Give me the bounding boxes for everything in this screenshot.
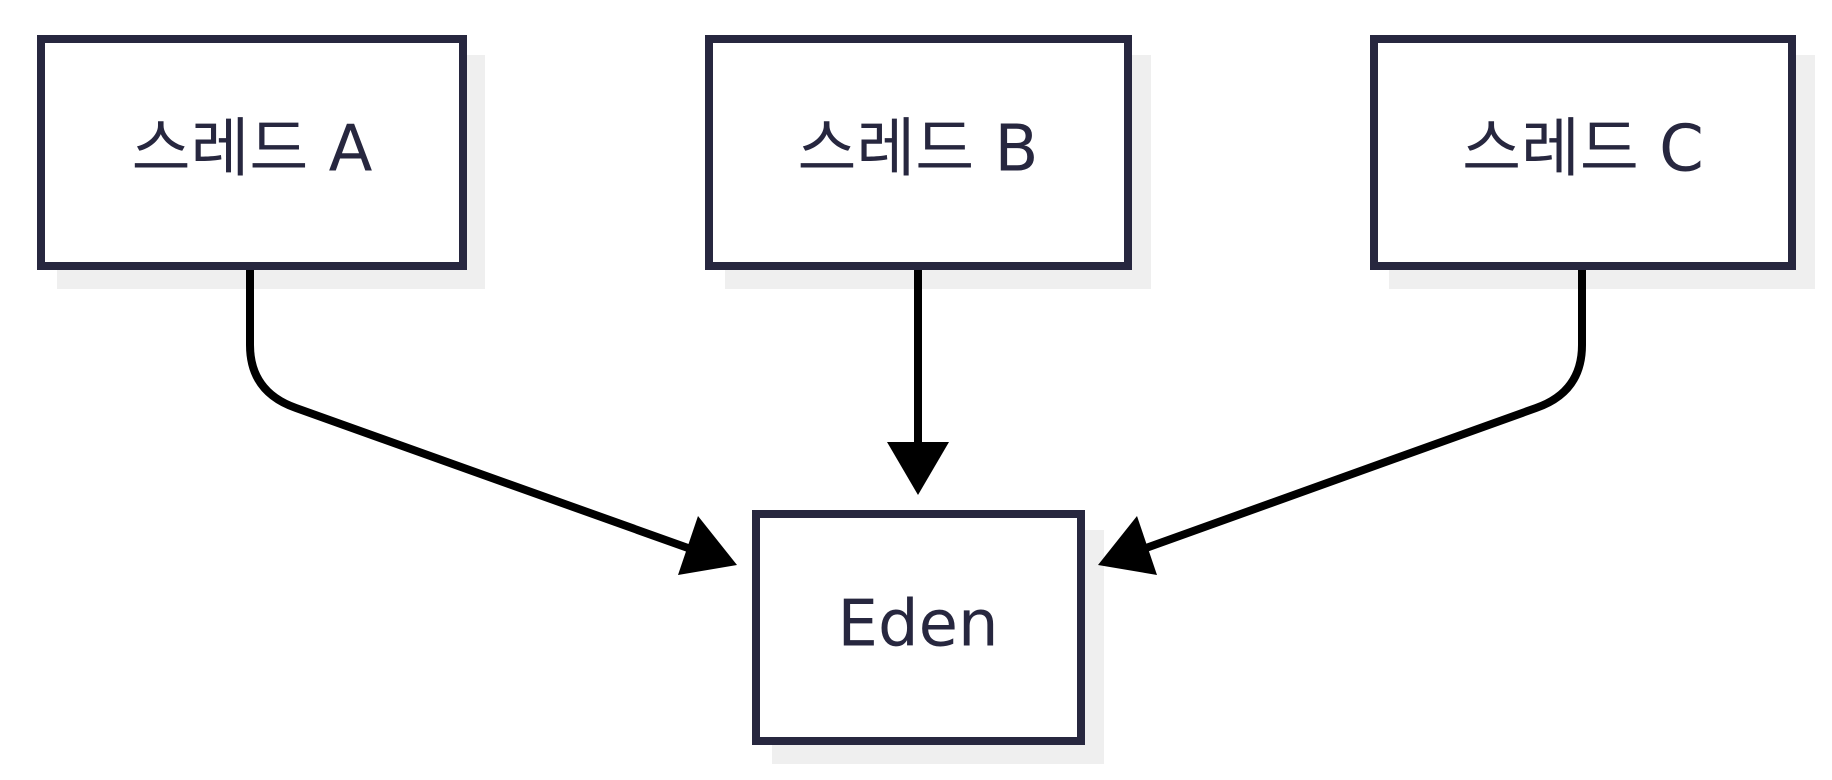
- thread-a-box: [37, 35, 467, 270]
- eden-box: [752, 510, 1085, 745]
- arrowhead-c: [1098, 516, 1157, 575]
- eden-label: Eden: [838, 588, 999, 662]
- thread-c-box: [1370, 35, 1796, 270]
- edge-thread-a-to-eden: [246, 268, 690, 552]
- node-eden[interactable]: Eden: [752, 510, 1085, 745]
- arrowhead-a: [678, 516, 737, 575]
- edge-thread-c-to-eden: [1144, 268, 1586, 552]
- thread-a-label: 스레드 A: [132, 113, 373, 187]
- node-thread-a[interactable]: 스레드 A: [37, 35, 467, 270]
- arrowheads: [678, 442, 1157, 575]
- node-thread-c[interactable]: 스레드 C: [1370, 35, 1796, 270]
- arrowhead-b: [887, 442, 949, 495]
- thread-c-label: 스레드 C: [1462, 113, 1704, 187]
- thread-b-label: 스레드 B: [798, 113, 1039, 187]
- node-thread-b[interactable]: 스레드 B: [705, 35, 1132, 270]
- thread-b-box: [705, 35, 1132, 270]
- edges: [246, 268, 1586, 552]
